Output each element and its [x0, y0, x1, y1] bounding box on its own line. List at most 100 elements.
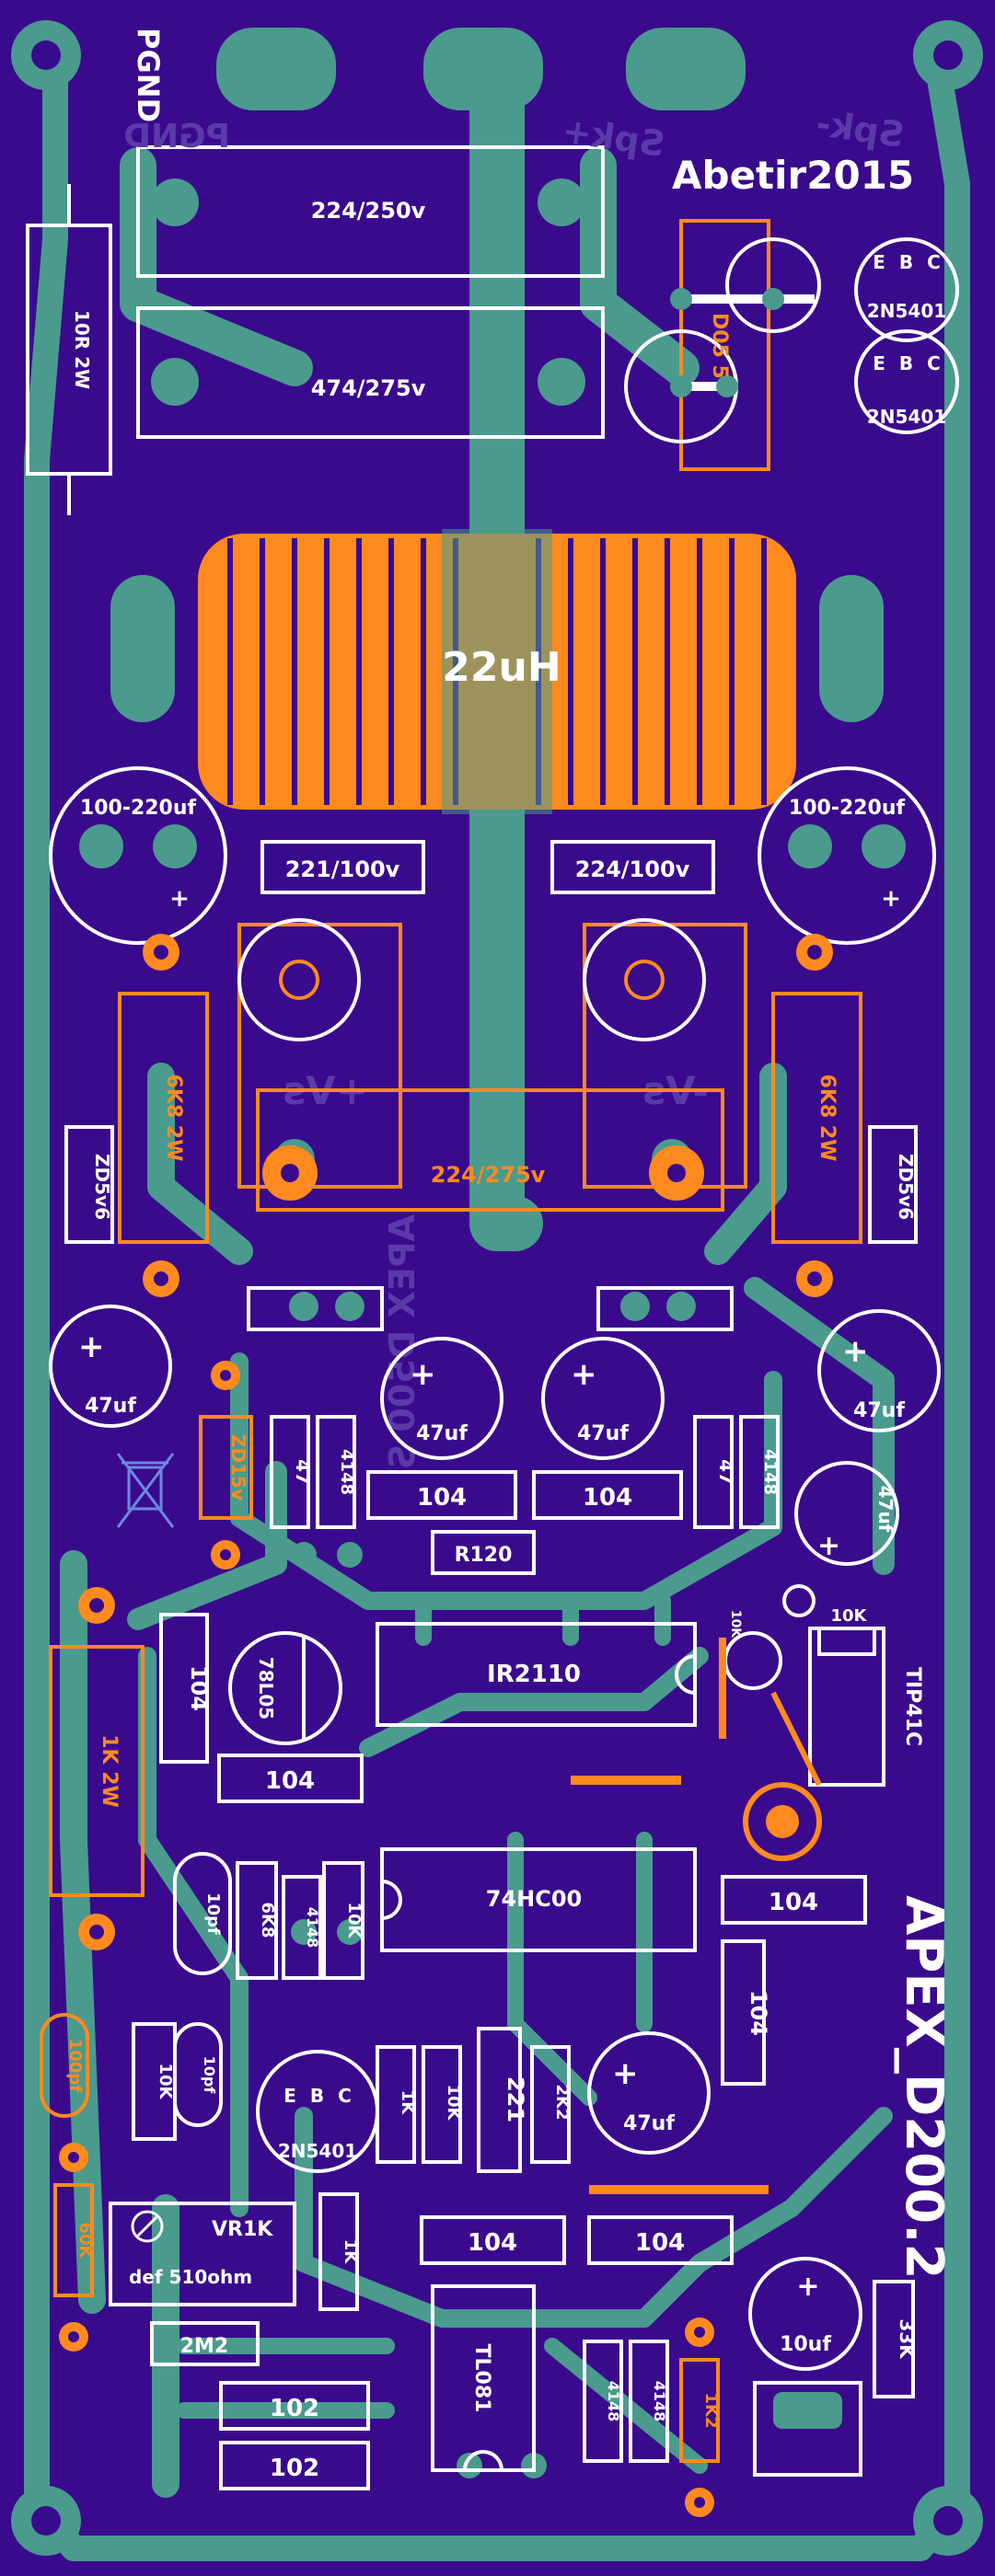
cap-224-275-label: 224/275v: [431, 1162, 546, 1188]
ecap-47-f: + 47uf: [587, 2031, 711, 2155]
tl081-label: TL081: [470, 2344, 493, 2413]
q-2n5401-c-label: 2N5401: [278, 2140, 357, 2162]
resistor-10r-2w: 10R 2W: [26, 184, 112, 515]
ecap-right-label: 100-220uf: [789, 797, 906, 820]
r1k2w-label: 1K 2W: [98, 1734, 121, 1808]
c104-f-label: 104: [746, 1990, 771, 2036]
r1k2-label: 1K2: [701, 2393, 721, 2429]
r1k-b-label: 1K: [341, 2239, 360, 2265]
inductor-label: 22uH: [442, 644, 561, 691]
ebc-b-label: E B C: [873, 352, 941, 374]
weee-bin-icon: [116, 1453, 175, 1528]
ecap-left-plus: +: [169, 885, 190, 913]
author-label: Abetir2015: [672, 153, 914, 198]
zd15-label: ZD15v: [227, 1434, 249, 1501]
c104-e-label: 104: [769, 1889, 818, 1916]
r10k-d-label: 10K: [444, 2085, 463, 2122]
r10k-b-label: 10K: [344, 1903, 364, 1939]
pgnd-label: PGND: [131, 28, 166, 122]
cap-221-100-label: 221/100v: [285, 857, 400, 882]
d4148-c-label: 4148: [304, 1907, 321, 1949]
c104-h-label: 104: [635, 2229, 685, 2257]
d4148-d-label: 4148: [605, 2381, 622, 2422]
r2m2-label: 2M2: [180, 2335, 229, 2358]
r60k-label: 60K: [75, 2223, 95, 2260]
resistor-6k8-right: 6K8 2W: [771, 934, 862, 1297]
ecap-47-a-label: 47uf: [85, 1395, 136, 1418]
film-caps-top: 224/250v 474/275v: [136, 145, 605, 439]
c221-label: 221: [503, 2076, 528, 2122]
r2k2-label: 2K2: [552, 2085, 572, 2121]
cap-474-275-label: 474/275v: [311, 375, 426, 401]
q-2n5401-b-label: 2N5401: [867, 406, 946, 428]
transistor-2n5401-a: E B C 2N5401: [854, 237, 959, 342]
ebc-a-label: E B C: [873, 251, 941, 273]
ecap-47-c: + 47uf: [541, 1337, 665, 1460]
res-6k8-right-label: 6K8 2W: [816, 1075, 839, 1162]
d4148-b-label: 4148: [760, 1449, 780, 1495]
ecap-left-label: 100-220uf: [80, 797, 197, 820]
vr-note-label: def 510ohm: [129, 2266, 252, 2288]
c104-b-label: 104: [583, 1484, 632, 1512]
ebc-c-label: E B C: [283, 2085, 352, 2107]
ecap-10-label: 10uf: [780, 2333, 831, 2356]
q-2n5401-a-label: 2N5401: [867, 300, 946, 322]
c100pf-label: 100pf: [65, 2039, 85, 2092]
ecap-47-d-plus: +: [842, 1333, 869, 1370]
r33k-label: 33K: [896, 2318, 918, 2360]
ecap-47-f-plus: +: [612, 2055, 639, 2092]
res-10r-label: 10R 2W: [71, 310, 93, 389]
ecap-100-220-left: 100-220uf +: [49, 766, 227, 945]
ecap-47-c-plus: +: [571, 1356, 597, 1393]
c10pf-b-label: 10pf: [201, 2056, 218, 2095]
r120-label: R120: [455, 1544, 513, 1567]
cap-224-100-label: 224/100v: [575, 857, 690, 882]
ecap-47-b: + 47uf: [380, 1337, 503, 1460]
ecap-47-e-label: 47uf: [874, 1486, 897, 1533]
c104-a-label: 104: [417, 1484, 467, 1512]
c104-c-label: 104: [186, 1665, 212, 1711]
transistor-2n5401-b: E B C 2N5401: [854, 329, 959, 434]
vr1k-label: VR1K: [212, 2218, 273, 2241]
ic74hc00-label: 74HC00: [486, 1886, 583, 1912]
ecap-47-d-label: 47uf: [853, 1399, 905, 1422]
zd-right-label: ZD5v6: [895, 1154, 917, 1220]
ecap-10uf: + 10uf: [748, 2257, 862, 2371]
ecap-100-220-right: 100-220uf +: [758, 766, 936, 945]
ecap-47-c-label: 47uf: [577, 1422, 629, 1445]
board-title: APEX_D200.2: [894, 1895, 954, 2279]
ir2110-label: IR2110: [487, 1661, 581, 1688]
pgnd-mirror-label: PGND: [123, 118, 230, 155]
c104-d-label: 104: [265, 1767, 315, 1795]
cap-224-250-label: 224/250v: [311, 198, 426, 224]
r10k-small-label: 10K: [728, 1610, 743, 1639]
c102-b-label: 102: [270, 2455, 319, 2482]
res-6k8-left-label: 6K8 2W: [162, 1075, 185, 1162]
inductor-22uh: 22uH: [198, 529, 796, 814]
ecap-47-e-plus: +: [817, 1530, 840, 1562]
c104-g-label: 104: [468, 2229, 517, 2257]
copper-pads: [11, 20, 983, 2556]
ecap-47-a-plus: +: [78, 1328, 105, 1365]
c102-a-label: 102: [270, 2395, 319, 2422]
ecap-47-e: + 47uf: [794, 1461, 899, 1566]
d4148-e-label: 4148: [651, 2381, 668, 2422]
ecap-47-a: + 47uf: [49, 1305, 172, 1428]
ecap-47-d: + 47uf: [817, 1309, 941, 1432]
tip41c-label: TIP41C: [901, 1667, 924, 1746]
r6k8-label: 6K8: [258, 1903, 277, 1938]
resistor-6k8-left: 6K8 2W: [118, 934, 209, 1297]
r47-a-label: 47: [292, 1459, 314, 1485]
ecap-10-plus: +: [796, 2271, 819, 2303]
ecap-47-b-label: 47uf: [416, 1422, 468, 1445]
reg78l05-label: 78L05: [255, 1657, 277, 1719]
diode-rc-label: D05 5: [708, 313, 731, 379]
ecap-47-f-label: 47uf: [623, 2112, 675, 2135]
ecap-47-b-plus: +: [410, 1356, 436, 1393]
c10pf-a-label: 10pf: [203, 1892, 223, 1935]
r10k-c-label: 10K: [156, 2064, 175, 2100]
zd-left-label: ZD5v6: [91, 1154, 113, 1220]
r1k-a-label: 1K: [398, 2090, 417, 2116]
d4148-a-label: 4148: [337, 1449, 356, 1495]
